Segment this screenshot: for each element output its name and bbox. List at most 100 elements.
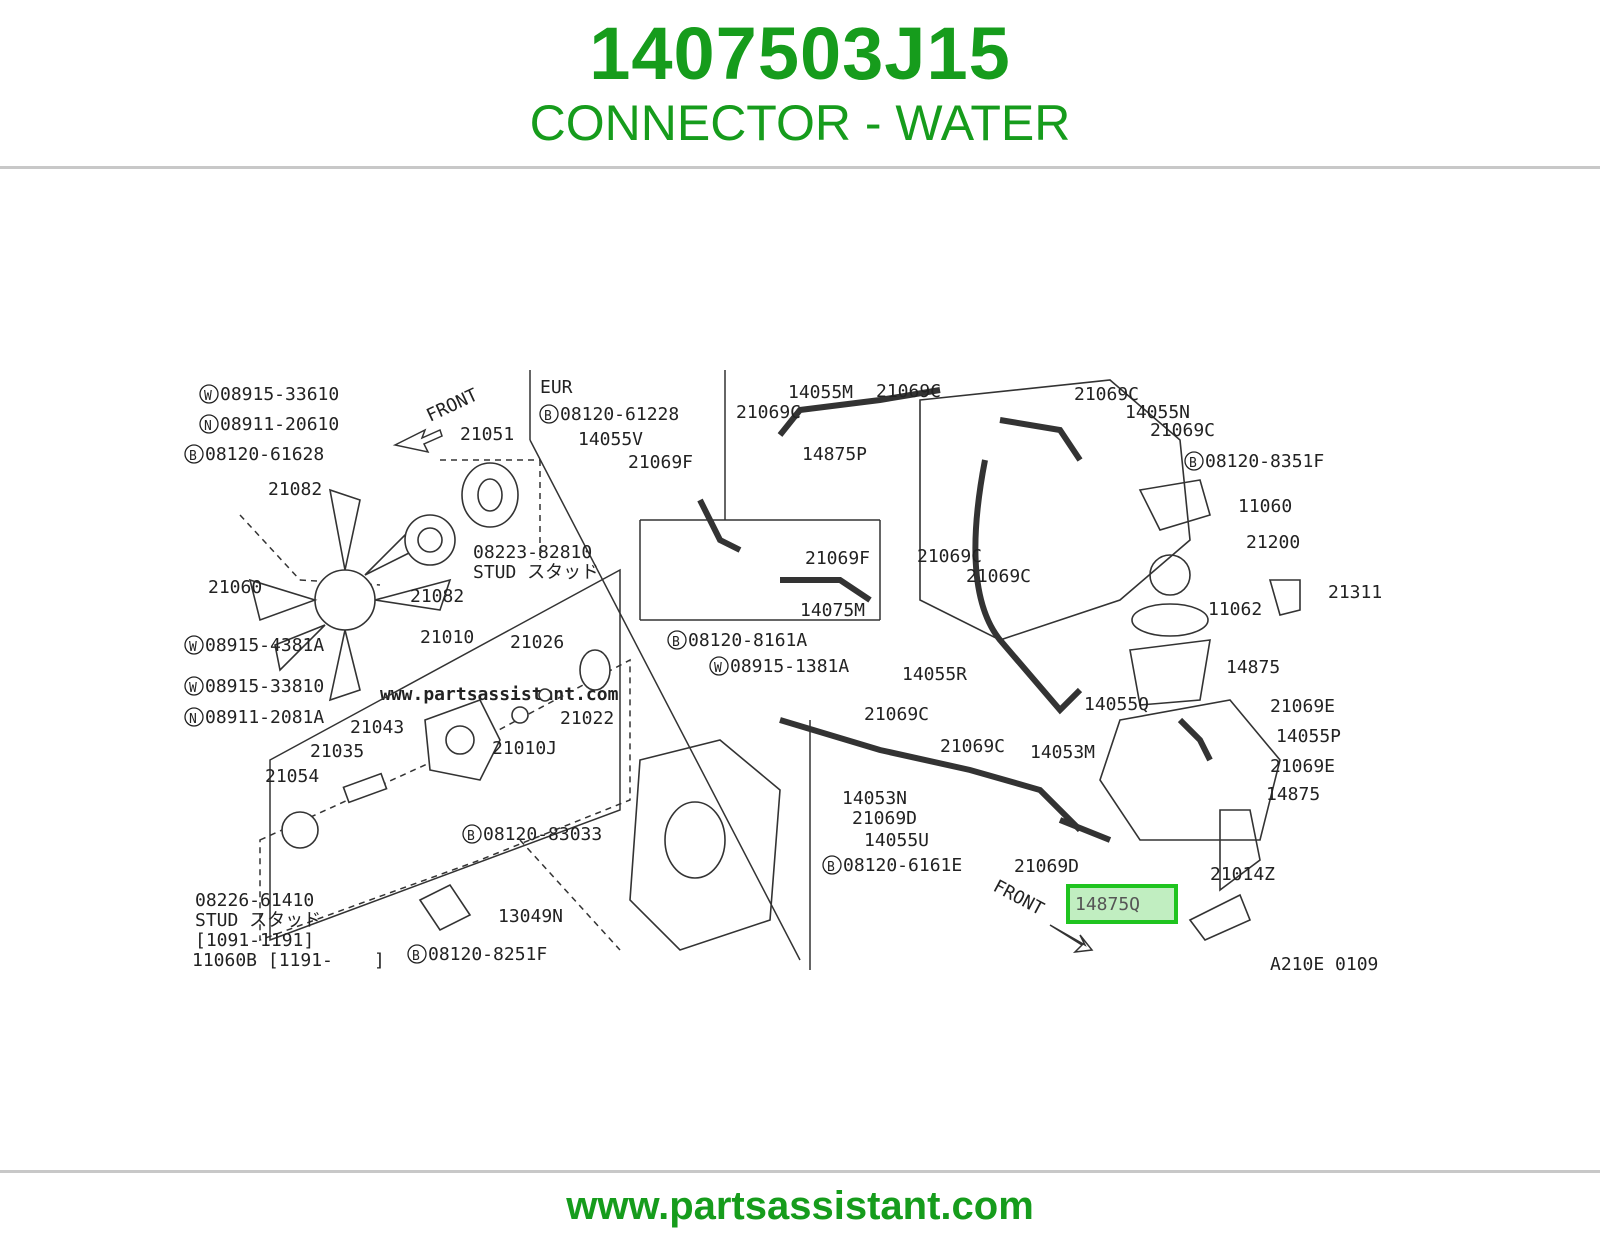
callout-6[interactable]: 21060 — [208, 577, 262, 598]
callout-56[interactable]: 21069E — [1270, 756, 1335, 777]
callout-59[interactable]: 21069D — [852, 808, 917, 829]
callout-45[interactable]: 21069C — [966, 566, 1031, 587]
figure-code: A210E 0109 — [1270, 954, 1378, 975]
callout-54[interactable]: 14053M — [1030, 742, 1095, 763]
callout-38[interactable]: 21069C — [1150, 420, 1215, 441]
highlighted-part-box[interactable] — [1066, 884, 1178, 924]
callout-15[interactable]: 21043 — [350, 717, 404, 738]
callout-text: 21069C — [940, 736, 1005, 757]
callout-text: 21010 — [420, 627, 474, 648]
callout-text: STUD スタッド — [473, 562, 599, 583]
callout-60[interactable]: 14055U — [864, 830, 929, 851]
callout-text: 08915-33610 — [220, 384, 339, 405]
callout-text: 14075M — [800, 600, 865, 621]
callout-8[interactable]: STUD スタッド — [473, 562, 599, 583]
front-label-bottom: FRONT — [990, 876, 1048, 920]
callout-17[interactable]: 21010J — [492, 738, 557, 759]
callout-39[interactable]: B 08120-8351F — [1184, 451, 1324, 472]
callout-prefix: B — [412, 949, 420, 964]
callout-prefix: W — [714, 661, 722, 676]
callout-62[interactable]: B 08120-6161E — [822, 855, 962, 876]
callout-22[interactable]: [1091-1191] — [195, 930, 314, 951]
callout-text: 14875P — [802, 444, 867, 465]
callout-57[interactable]: 14875 — [1266, 784, 1320, 805]
callout-text: 08120-6161E — [843, 855, 962, 876]
callout-prefix: B — [1189, 456, 1197, 471]
callout-text: 21082 — [410, 586, 464, 607]
callout-14[interactable]: 21022 — [560, 708, 614, 729]
callout-40[interactable]: 11060 — [1238, 496, 1292, 517]
part-illustrations — [248, 379, 1301, 951]
callout-3[interactable]: 21051 — [460, 424, 514, 445]
callout-prefix: N — [204, 419, 212, 434]
callout-text: 14053M — [1030, 742, 1095, 763]
callout-25[interactable]: 13049N — [498, 906, 563, 927]
callout-42[interactable]: 21311 — [1328, 582, 1382, 603]
part-number: 1407503J15 — [589, 12, 1011, 95]
callout-text: 08120-8351F — [1205, 451, 1324, 472]
callout-55[interactable]: 14055P — [1276, 726, 1341, 747]
callout-50[interactable]: 21069C — [940, 736, 1005, 757]
callout-28[interactable]: 14055V — [578, 429, 643, 450]
callout-20[interactable]: 08226-61410 — [195, 890, 314, 911]
callout-11[interactable]: 21026 — [510, 632, 564, 653]
callout-text: 21069C — [966, 566, 1031, 587]
callout-18[interactable]: 21054 — [265, 766, 319, 787]
callout-text: 08120-83033 — [483, 824, 602, 845]
callout-61[interactable]: 21069D — [1014, 856, 1079, 877]
callout-58[interactable]: 14053N — [842, 788, 907, 809]
callout-51[interactable]: 14875 — [1226, 657, 1280, 678]
callout-44[interactable]: 21069C — [917, 546, 982, 567]
callout-7[interactable]: 08223-82810 — [473, 542, 592, 563]
callout-10[interactable]: 21010 — [420, 627, 474, 648]
callout-33[interactable]: 14875P — [802, 444, 867, 465]
callout-text: 21069D — [852, 808, 917, 829]
callout-text: 14875Q — [1075, 894, 1140, 915]
callout-prefix: W — [204, 389, 212, 404]
callout-21[interactable]: STUD スタッド — [195, 910, 321, 931]
callout-29[interactable]: 14055M — [788, 382, 853, 403]
callout-text: 08915-4381A — [205, 635, 324, 656]
callout-24[interactable]: ] — [374, 950, 385, 971]
callout-36[interactable]: 21069C — [1074, 384, 1139, 405]
callout-63[interactable]: 21014Z — [1210, 864, 1275, 885]
callout-52[interactable]: 14055Q — [1084, 694, 1149, 715]
callout-49[interactable]: 21069C — [864, 704, 929, 725]
callout-41[interactable]: 21200 — [1246, 532, 1300, 553]
callout-64[interactable]: 14875Q — [1075, 894, 1140, 915]
callout-0[interactable]: W 08915-33610 — [199, 384, 339, 405]
callout-prefix: B — [672, 635, 680, 650]
callout-text: 21060 — [208, 577, 262, 598]
callout-prefix: W — [189, 640, 197, 655]
callout-35[interactable]: 14075M — [800, 600, 865, 621]
callout-4[interactable]: 21082 — [268, 479, 322, 500]
callout-48[interactable]: 14055R — [902, 664, 967, 685]
callout-16[interactable]: 21035 — [310, 741, 364, 762]
callout-53[interactable]: 21069E — [1270, 696, 1335, 717]
callout-34[interactable]: 21069F — [805, 548, 870, 569]
callout-text: 08226-61410 — [195, 890, 314, 911]
callout-30[interactable]: 21069C — [876, 381, 941, 402]
callout-5[interactable]: 21082 — [410, 586, 464, 607]
callout-43[interactable]: 11062 — [1208, 599, 1262, 620]
callout-text: 21051 — [460, 424, 514, 445]
callout-31[interactable]: 21069C — [736, 402, 801, 423]
callout-text: 21069C — [876, 381, 941, 402]
callout-9[interactable]: W 08915-4381A — [184, 635, 324, 656]
callout-prefix: B — [827, 860, 835, 875]
callout-32[interactable]: 21069F — [628, 452, 693, 473]
callout-23[interactable]: 11060B [1191- — [192, 950, 333, 971]
footer-site-link[interactable]: www.partsassistant.com — [566, 1184, 1034, 1228]
callout-37[interactable]: 14055N — [1125, 402, 1190, 423]
front-label-top: FRONT — [423, 385, 481, 427]
callout-text: 13049N — [498, 906, 563, 927]
